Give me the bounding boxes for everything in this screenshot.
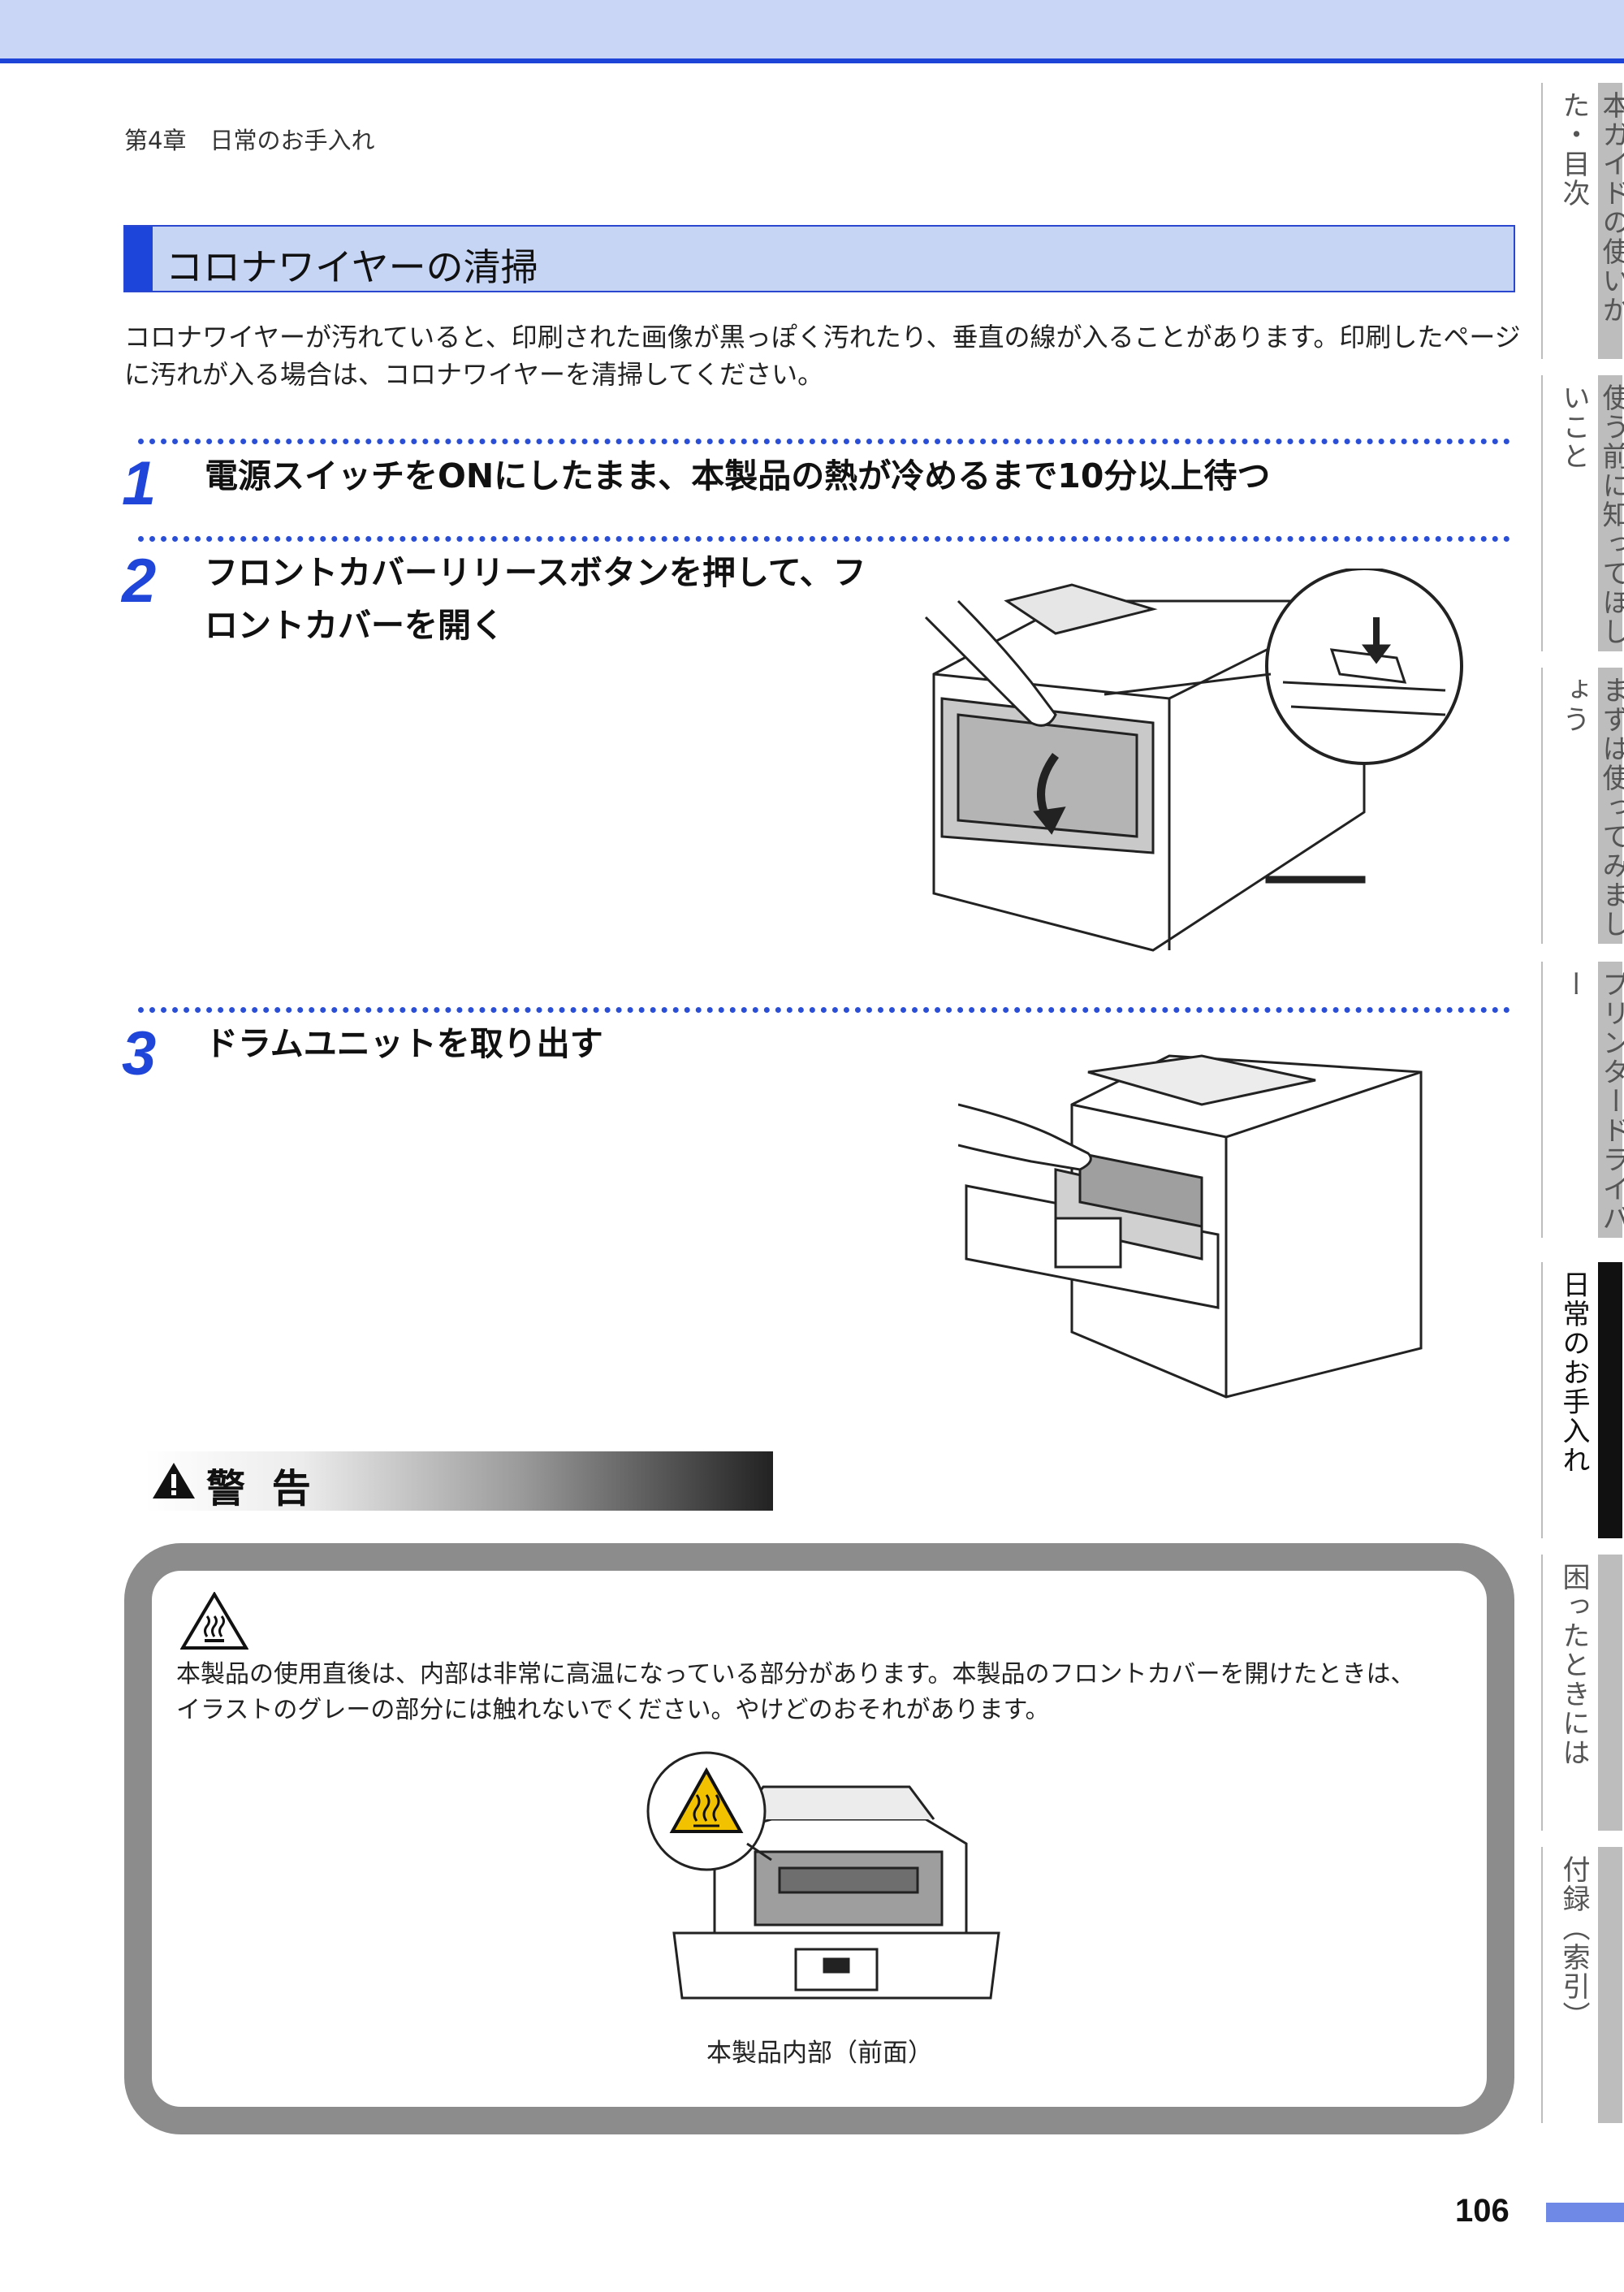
step-text-line1: フロントカバーリリースボタンを押して、フ <box>205 553 866 592</box>
side-tab-shade <box>1598 668 1622 944</box>
printer-front-cover-illustration <box>924 569 1463 952</box>
printer-interior-illustration <box>646 1751 1000 2000</box>
side-tab-shade <box>1598 1262 1622 1538</box>
warning-heading: 警 告 <box>206 1466 317 1511</box>
side-tab-daily-maintenance[interactable]: 日常のお手入れ <box>1541 1262 1622 1538</box>
step-divider <box>138 1007 1510 1013</box>
step-number: 1 <box>122 449 157 518</box>
side-tab-shade <box>1598 1847 1622 2123</box>
side-tab-getting-started[interactable]: まずは使ってみましょう <box>1541 668 1624 944</box>
side-tab-shade <box>1598 962 1622 1238</box>
step-number: 3 <box>122 1019 157 1088</box>
side-tab-shade <box>1598 375 1622 651</box>
side-tab-printer-driver[interactable]: プリンタードライバー <box>1541 962 1624 1238</box>
warning-text-line1: 本製品の使用直後は、内部は非常に高温になっている部分があります。本製品のフロント… <box>176 1660 1415 1689</box>
step-text-line2: ロントカバーを開く <box>205 606 504 645</box>
page-number-bar <box>1546 2203 1624 2222</box>
warning-text: 本製品の使用直後は、内部は非常に高温になっている部分があります。本製品のフロント… <box>176 1657 1475 1728</box>
header-rule <box>0 58 1624 63</box>
intro-paragraph: コロナワイヤーが汚れていると、印刷された画像が黒っぽく汚れたり、垂直の線が入るこ… <box>124 322 1521 390</box>
step-text: 電源スイッチをONにしたまま、本製品の熱が冷めるまで10分以上待つ <box>205 456 1271 495</box>
hot-surface-icon <box>180 1592 248 1650</box>
header-band <box>0 0 1624 58</box>
illustration-caption: 本製品内部（前面） <box>706 2039 933 2068</box>
side-tab-before-use[interactable]: 使う前に知ってほしいこと <box>1541 375 1624 651</box>
side-tab-label: 本ガイドの使いかた・目次 <box>1557 91 1624 325</box>
side-tab-label: まずは使ってみましょう <box>1557 676 1624 939</box>
step-divider <box>138 536 1510 542</box>
side-tab-label: 日常のお手入れ <box>1557 1270 1590 1475</box>
side-tab-label: 困ったときには <box>1557 1563 1590 1767</box>
side-tab-shade <box>1598 1555 1622 1831</box>
drum-unit-removal-illustration <box>958 1054 1423 1399</box>
side-tab-troubleshooting[interactable]: 困ったときには <box>1541 1555 1622 1831</box>
step-number: 2 <box>122 547 157 616</box>
step-text: ドラムユニットを取り出す <box>205 1024 603 1063</box>
side-tab-label: プリンタードライバー <box>1557 970 1624 1233</box>
page-number: 106 <box>1455 2193 1510 2229</box>
side-tab-shade <box>1598 83 1622 359</box>
warning-text-line2: イラストのグレーの部分には触れないでください。やけどのおそれがあります。 <box>176 1696 1050 1724</box>
warning-triangle-icon <box>153 1463 195 1498</box>
side-tab-label: 付録（索引） <box>1557 1855 1590 2030</box>
section-title: コロナワイヤーの清掃 <box>166 245 538 289</box>
step-divider <box>138 439 1510 444</box>
section-title-marker <box>125 227 153 291</box>
side-tab-guide-contents[interactable]: 本ガイドの使いかた・目次 <box>1541 83 1624 359</box>
side-tab-label: 使う前に知ってほしいこと <box>1557 383 1624 647</box>
warning-heading-bar: 警 告 <box>145 1451 773 1511</box>
section-title-box: コロナワイヤーの清掃 <box>123 225 1515 292</box>
side-tab-appendix-index[interactable]: 付録（索引） <box>1541 1847 1622 2123</box>
chapter-label: 第4章 日常のお手入れ <box>124 127 375 154</box>
